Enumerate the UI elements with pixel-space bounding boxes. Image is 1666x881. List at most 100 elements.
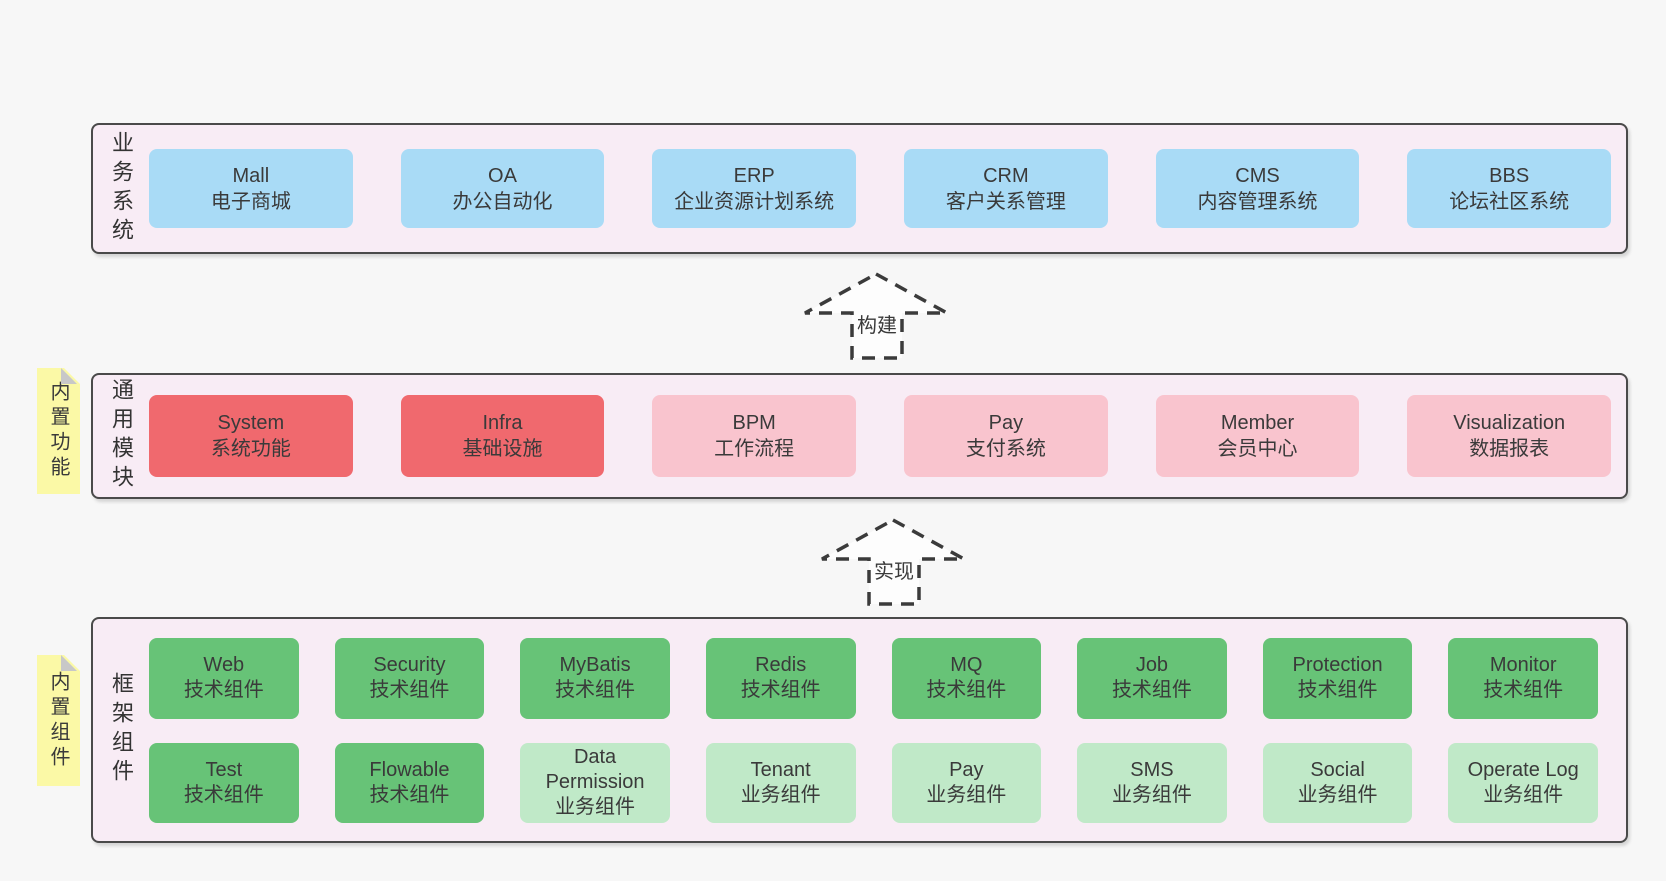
box-data-permission: Data Permission 业务组件 bbox=[520, 742, 670, 823]
box-crm: CRM 客户关系管理 bbox=[904, 149, 1108, 228]
box-name: Member bbox=[1220, 412, 1295, 434]
box-desc: 内容管理系统 bbox=[1197, 190, 1318, 213]
box-bpm: BPM 工作流程 bbox=[652, 395, 857, 477]
box-name: BPM bbox=[732, 412, 776, 434]
box-name: System bbox=[217, 412, 285, 434]
box-name: Monitor bbox=[1489, 654, 1557, 676]
box-desc: 业务组件 bbox=[1483, 783, 1564, 806]
box-flowable: Flowable 技术组件 bbox=[334, 742, 485, 823]
box-desc: 技术组件 bbox=[369, 783, 450, 806]
box-oa: OA 办公自动化 bbox=[400, 149, 605, 228]
framework-row-1: Web 技术组件 Security 技术组件 MyBatis 技术组件 Redi… bbox=[149, 637, 1598, 719]
box-desc: 支付系统 bbox=[965, 438, 1046, 460]
box-name: OA bbox=[488, 164, 517, 187]
business-layer-label: 业务系统 bbox=[109, 130, 134, 247]
box-name: Redis bbox=[755, 654, 807, 676]
box-desc: 技术组件 bbox=[183, 783, 264, 806]
box-system: System 系统功能 bbox=[149, 395, 353, 477]
box-pay-module: Pay 支付系统 bbox=[904, 395, 1108, 477]
modules-layer-label: 通用模块 bbox=[109, 378, 134, 494]
box-name: BBS bbox=[1489, 164, 1530, 187]
framework-boxes-area: Web 技术组件 Security 技术组件 MyBatis 技术组件 Redi… bbox=[149, 619, 1598, 841]
box-name: Data Permission bbox=[545, 746, 645, 793]
box-name: SMS bbox=[1130, 758, 1174, 781]
box-bbs: BBS 论坛社区系统 bbox=[1407, 149, 1612, 228]
box-desc: 业务组件 bbox=[555, 796, 636, 818]
box-desc: 工作流程 bbox=[714, 438, 795, 460]
box-cms: CMS 内容管理系统 bbox=[1155, 149, 1360, 228]
box-name: Security bbox=[373, 654, 446, 676]
box-desc: 企业资源计划系统 bbox=[674, 190, 835, 213]
box-redis: Redis 技术组件 bbox=[705, 637, 856, 719]
builtin-features-note-text: 内置功能 bbox=[47, 381, 69, 481]
box-social: Social 业务组件 bbox=[1262, 742, 1413, 823]
box-desc: 电子商城 bbox=[210, 190, 291, 213]
box-desc: 技术组件 bbox=[926, 679, 1007, 701]
box-mybatis: MyBatis 技术组件 bbox=[520, 637, 670, 719]
box-name: Flowable bbox=[369, 758, 450, 781]
box-visualization: Visualization 数据报表 bbox=[1407, 395, 1612, 477]
build-arrow-label: 构建 bbox=[857, 314, 897, 337]
box-name: Protection bbox=[1292, 654, 1383, 676]
common-modules-layer: 通用模块 System 系统功能 Infra 基础设施 BPM 工作流程 Pay… bbox=[91, 373, 1628, 499]
box-name: Web bbox=[203, 654, 245, 676]
box-job: Job 技术组件 bbox=[1077, 637, 1227, 719]
box-member: Member 会员中心 bbox=[1155, 395, 1360, 477]
box-name: Tenant bbox=[750, 758, 811, 781]
box-web: Web 技术组件 bbox=[149, 637, 299, 719]
box-name: MyBatis bbox=[559, 654, 631, 676]
build-arrow-icon: 构建 bbox=[804, 272, 948, 360]
box-name: CMS bbox=[1235, 164, 1280, 187]
box-desc: 业务组件 bbox=[926, 783, 1007, 806]
box-name: MQ bbox=[950, 654, 983, 676]
box-desc: 技术组件 bbox=[183, 679, 264, 701]
box-desc: 论坛社区系统 bbox=[1449, 190, 1570, 213]
box-operate-log: Operate Log 业务组件 bbox=[1448, 742, 1598, 823]
builtin-components-note-text: 内置组件 bbox=[47, 670, 69, 771]
box-name: Job bbox=[1135, 654, 1169, 676]
box-name: CRM bbox=[983, 164, 1029, 187]
box-desc: 技术组件 bbox=[555, 679, 636, 701]
box-desc: 技术组件 bbox=[1483, 679, 1564, 701]
box-name: Mall bbox=[232, 164, 270, 187]
box-desc: 技术组件 bbox=[740, 679, 821, 701]
box-desc: 客户关系管理 bbox=[945, 190, 1066, 213]
box-name: Pay bbox=[988, 412, 1024, 434]
box-mall: Mall 电子商城 bbox=[149, 149, 353, 228]
framework-row-2: Test 技术组件 Flowable 技术组件 Data Permission … bbox=[149, 742, 1598, 823]
box-mq: MQ 技术组件 bbox=[891, 637, 1042, 719]
business-systems-layer: 业务系统 Mall 电子商城 OA 办公自动化 ERP 企业资源计划系统 CRM… bbox=[91, 123, 1628, 254]
box-desc: 业务组件 bbox=[1297, 783, 1378, 806]
box-infra: Infra 基础设施 bbox=[400, 395, 605, 477]
framework-components-layer: 框架组件 Web 技术组件 Security 技术组件 MyBatis 技术组件… bbox=[91, 617, 1628, 843]
box-test: Test 技术组件 bbox=[149, 742, 299, 823]
box-name: Infra bbox=[482, 412, 523, 434]
box-desc: 技术组件 bbox=[1111, 679, 1192, 701]
box-desc: 办公自动化 bbox=[452, 190, 553, 213]
box-monitor: Monitor 技术组件 bbox=[1448, 637, 1598, 719]
box-desc: 业务组件 bbox=[1111, 783, 1192, 806]
box-name: Operate Log bbox=[1467, 758, 1579, 781]
box-pay-component: Pay 业务组件 bbox=[891, 742, 1042, 823]
box-desc: 基础设施 bbox=[462, 438, 543, 460]
implement-arrow-label: 实现 bbox=[874, 560, 914, 583]
box-desc: 数据报表 bbox=[1469, 438, 1550, 460]
modules-boxes-row: System 系统功能 Infra 基础设施 BPM 工作流程 Pay 支付系统… bbox=[149, 375, 1612, 497]
box-tenant: Tenant 业务组件 bbox=[705, 742, 856, 823]
builtin-components-note: 内置组件 bbox=[37, 655, 80, 786]
builtin-features-note: 内置功能 bbox=[37, 368, 80, 494]
box-desc: 会员中心 bbox=[1217, 438, 1298, 460]
box-name: Test bbox=[205, 758, 243, 781]
box-name: Visualization bbox=[1453, 412, 1566, 434]
box-desc: 系统功能 bbox=[210, 438, 291, 460]
box-protection: Protection 技术组件 bbox=[1262, 637, 1413, 719]
framework-layer-label: 框架组件 bbox=[109, 672, 134, 788]
box-name: ERP bbox=[733, 164, 775, 187]
business-boxes-row: Mall 电子商城 OA 办公自动化 ERP 企业资源计划系统 CRM 客户关系… bbox=[149, 125, 1612, 252]
box-name: Pay bbox=[949, 758, 984, 781]
box-erp: ERP 企业资源计划系统 bbox=[652, 149, 857, 228]
box-desc: 技术组件 bbox=[369, 679, 450, 701]
box-security: Security 技术组件 bbox=[334, 637, 485, 719]
box-sms: SMS 业务组件 bbox=[1077, 742, 1227, 823]
